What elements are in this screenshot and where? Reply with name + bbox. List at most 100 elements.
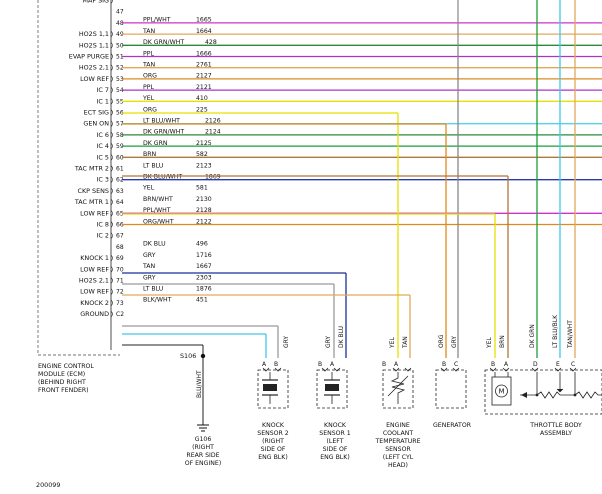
pin-bracket-icon (110, 176, 113, 183)
circuit-number: 2761 (196, 62, 212, 69)
vertical-wires (202, 0, 576, 425)
ect-name-6: HEAD) (388, 462, 408, 469)
circuit-number: 2126 (205, 118, 221, 125)
generator-name: GENERATOR (433, 422, 472, 429)
circuit-number: 1869 (205, 174, 221, 181)
generator-wire-c-label: GRY (451, 336, 458, 348)
circuit-number: 2122 (196, 218, 212, 225)
ecm-pin-number: 69 (116, 255, 124, 262)
ecm-pin-number: 59 (116, 143, 124, 150)
circuit-number: 2124 (205, 129, 221, 136)
circuit-number: 1667 (196, 263, 212, 270)
ecm-label-line-3: (BEHIND RIGHT (38, 379, 86, 386)
ecm-pin-label: CKP SENS (78, 187, 109, 195)
pin-bracket-icon (110, 30, 113, 38)
throttle-pin-c: C (571, 361, 575, 368)
ecm-pin-label: TAC MTR 1 (74, 198, 109, 206)
wire-color-label: DK GRN/WHT (143, 39, 184, 46)
ecm-pin-number: 66 (116, 222, 124, 229)
pin-bracket-icon (110, 254, 113, 262)
throttle-wire-a-label: BRN (499, 335, 506, 348)
knock2-name-5: ENG BLK) (258, 454, 287, 461)
circuit-number: 2121 (196, 84, 212, 91)
pin-bracket-icon (110, 232, 113, 239)
ground-desc-1: (RIGHT (192, 444, 214, 451)
ecm-pin-number: 51 (116, 54, 124, 61)
knock2-name-3: (RIGHT (262, 438, 284, 445)
pin-bracket-icon (110, 154, 113, 161)
knock2-pin-b: B (274, 361, 278, 368)
diagram-id: 200099 (36, 481, 60, 489)
ect-wire-a-label: TAN (402, 336, 409, 349)
wire-color-label: GRY (143, 274, 156, 281)
ecm-pin-label: LOW REF (80, 288, 109, 296)
ecm-pin-number: 54 (116, 87, 124, 94)
ecm-pin-label: IC 4 (97, 142, 109, 150)
circuit-number: 2127 (196, 73, 212, 80)
ecm-pin-number: 62 (116, 177, 124, 184)
throttle-pin-a: A (504, 361, 509, 368)
circuit-number: 582 (196, 151, 208, 158)
splice-id: S106 (180, 352, 196, 360)
ect-sensor: YEL TAN B A ENGINE COOLANT TEMPERATURE S… (375, 336, 421, 469)
pin-bracket-icon (110, 98, 113, 105)
throttle-wire-b-label: YEL (486, 337, 493, 349)
knock-sensor-1: GRY DK BLU B A KNOCK SENSOR 1 (LEFT SIDE… (316, 326, 351, 461)
circuit-number: 496 (196, 241, 208, 248)
ecm-pin-label: TAC MTR 2 (74, 165, 109, 173)
throttle-body-assembly: YEL BRN DK GRN LT BLU/BLK TAN/WHT B A D … (484, 314, 602, 437)
ecm-label-line-1: ENGINE CONTROL (38, 363, 94, 370)
circuit-number: 2125 (196, 140, 212, 147)
ecm-pin-label: LOW REF (80, 75, 109, 83)
wire-color-label: TAN (142, 263, 156, 270)
ecm-pin-number: 63 (116, 188, 124, 195)
ecm-pin-label: HO2S 1,1 (79, 41, 109, 49)
ecm-pin-label: IC 5 (97, 153, 109, 161)
wire-color-label: YEL (142, 95, 155, 102)
ecm-pin-label: IC 3 (97, 176, 109, 184)
ect-name-2: COOLANT (383, 430, 414, 437)
knock1-name-3: (LEFT (326, 438, 343, 445)
ecm-pin-label: IC 6 (97, 131, 109, 139)
splice-wire-label: BLU/WHT (196, 370, 203, 398)
ecm-pin-number: 58 (116, 132, 124, 139)
wire-color-label: DK GRN/WHT (143, 129, 184, 136)
ground-id: G106 (195, 436, 212, 443)
ecm-pin-number: 71 (116, 278, 124, 285)
throttle-pin-d: D (533, 361, 538, 368)
wire-color-label: PPL/WHT (143, 17, 171, 24)
circuit-number: 2123 (196, 162, 212, 169)
pin-bracket-icon (110, 142, 113, 150)
circuit-number: 2130 (196, 196, 212, 203)
ect-name-3: TEMPERATURE (375, 438, 421, 445)
ecm-pin-label: HO2S 2,1 (79, 277, 109, 285)
knock1-name-5: ENG BLK) (320, 454, 349, 461)
wire-color-label: TAN (142, 62, 156, 69)
ecm-pin-label: HO2S 1,1 (79, 30, 109, 38)
circuit-number: 225 (196, 106, 208, 113)
knock1-pin-a: A (330, 361, 335, 368)
ecm-pin-label: IC 1 (97, 97, 109, 105)
knock2-name-4: SIDE OF (261, 446, 286, 453)
wire-color-label: BLK/WHT (143, 297, 172, 304)
ecm-pin-number: 47 (116, 9, 124, 16)
ecm-pin-number: 56 (116, 110, 124, 117)
pin-bracket-icon (110, 109, 113, 116)
ecm-pin-number: 61 (116, 166, 124, 173)
wire-color-label: ORG (143, 106, 157, 113)
throttle-wire-e-label: LT BLU/BLK (552, 314, 559, 348)
ect-name-5: (LEFT CYL (383, 454, 414, 461)
circuit-number: 2128 (196, 207, 212, 214)
generator-pin-b: B (442, 361, 446, 368)
ecm-pin-label: LOW REF (80, 265, 109, 273)
knock2-pin-a: A (262, 361, 267, 368)
pin-bracket-icon (110, 187, 113, 195)
pin-bracket-icon (110, 42, 113, 49)
pin-bracket-icon (110, 131, 113, 139)
ecm-pin-number: 53 (116, 76, 124, 83)
pin-bracket-icon (110, 86, 113, 94)
ecm-label-line-4: FRONT FENDER) (38, 387, 89, 394)
wire-color-label: ORG (143, 73, 157, 80)
